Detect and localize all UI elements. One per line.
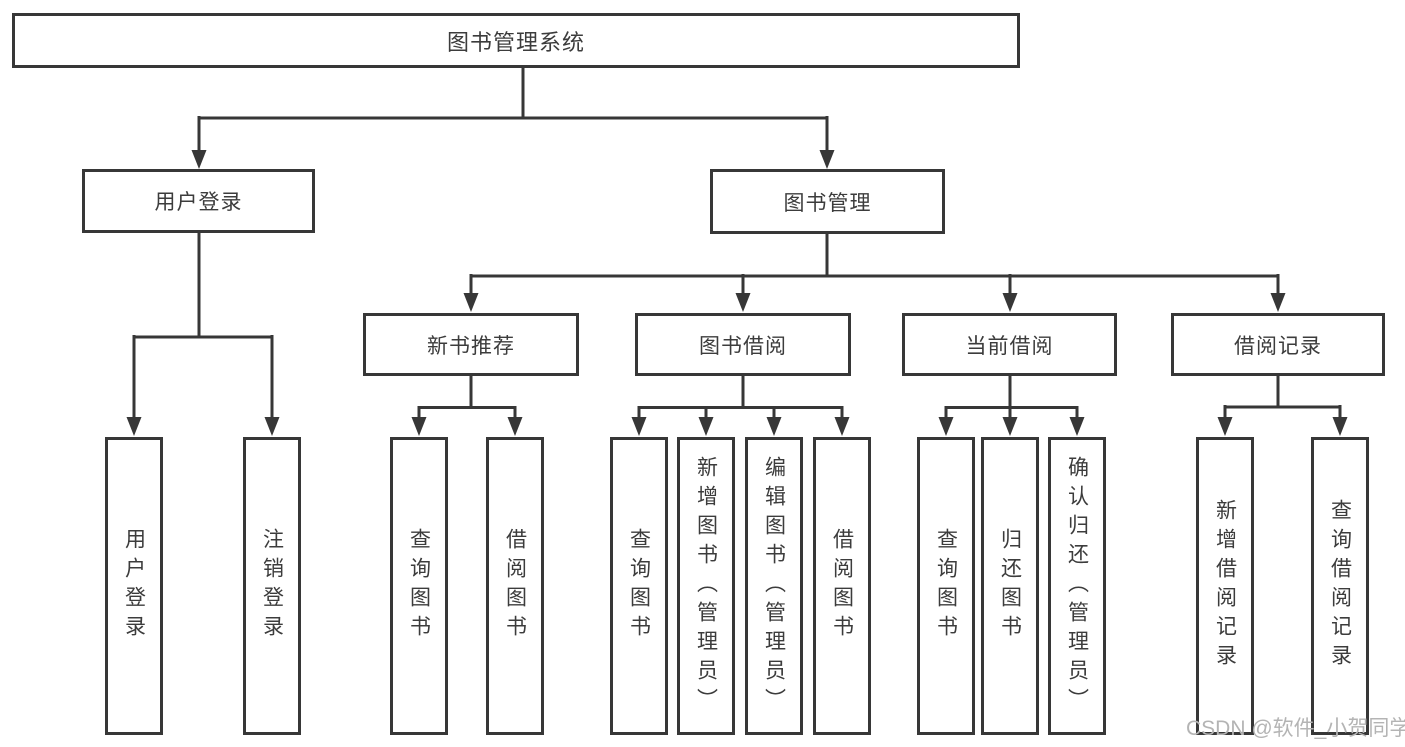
node-label: 当前借阅 [965, 334, 1054, 358]
leaf-return-books: 归还图书 [981, 437, 1039, 735]
leaf-logout-login: 注销登录 [243, 437, 301, 735]
leaf-borrow-books-recommend: 借阅图书 [486, 437, 544, 735]
leaf-add-borrow-record: 新增借阅记录 [1196, 437, 1254, 735]
node-label: 确认归还（管理员） [1065, 455, 1089, 717]
node-label: 注销登录 [260, 528, 284, 644]
node-label: 图书管理系统 [446, 29, 585, 55]
leaf-query-books-current: 查询图书 [917, 437, 975, 735]
node-label: 归还图书 [998, 528, 1022, 644]
node-label: 借阅图书 [830, 528, 854, 644]
node-label: 查询图书 [627, 528, 651, 644]
leaf-edit-books-admin: 编辑图书（管理员） [745, 437, 803, 735]
node-current-borrowing: 当前借阅 [902, 313, 1117, 376]
leaf-query-borrow-record: 查询借阅记录 [1311, 437, 1369, 735]
node-label: 编辑图书（管理员） [762, 455, 786, 717]
leaf-add-books-admin: 新增图书（管理员） [677, 437, 735, 735]
leaf-user-login: 用户登录 [105, 437, 163, 735]
leaf-confirm-return-admin: 确认归还（管理员） [1048, 437, 1106, 735]
node-label: 用户登录 [154, 191, 243, 214]
node-label: 新书推荐 [427, 334, 515, 358]
node-library-management-system: 图书管理系统 [12, 13, 1020, 68]
node-label: 借阅记录 [1234, 334, 1322, 358]
leaf-query-books-borrowing: 查询图书 [610, 437, 668, 735]
node-label: 借阅图书 [503, 528, 527, 644]
node-new-book-recommendation: 新书推荐 [363, 313, 579, 376]
node-book-management: 图书管理 [710, 169, 945, 234]
node-label: 用户登录 [122, 528, 146, 644]
node-label: 查询图书 [934, 528, 958, 644]
node-label: 查询借阅记录 [1328, 499, 1352, 673]
node-label: 图书管理 [783, 191, 872, 215]
node-label: 新增借阅记录 [1213, 499, 1237, 673]
node-label: 查询图书 [407, 528, 431, 644]
node-label: 新增图书（管理员） [694, 455, 718, 717]
node-label: 图书借阅 [699, 334, 787, 358]
node-book-borrowing: 图书借阅 [635, 313, 851, 376]
leaf-query-books-recommend: 查询图书 [390, 437, 448, 735]
node-borrowing-records: 借阅记录 [1171, 313, 1385, 376]
leaf-borrow-books-borrowing: 借阅图书 [813, 437, 871, 735]
node-user-login: 用户登录 [82, 169, 315, 233]
watermark: CSDN @软件_小贺同学 [1186, 717, 1405, 740]
